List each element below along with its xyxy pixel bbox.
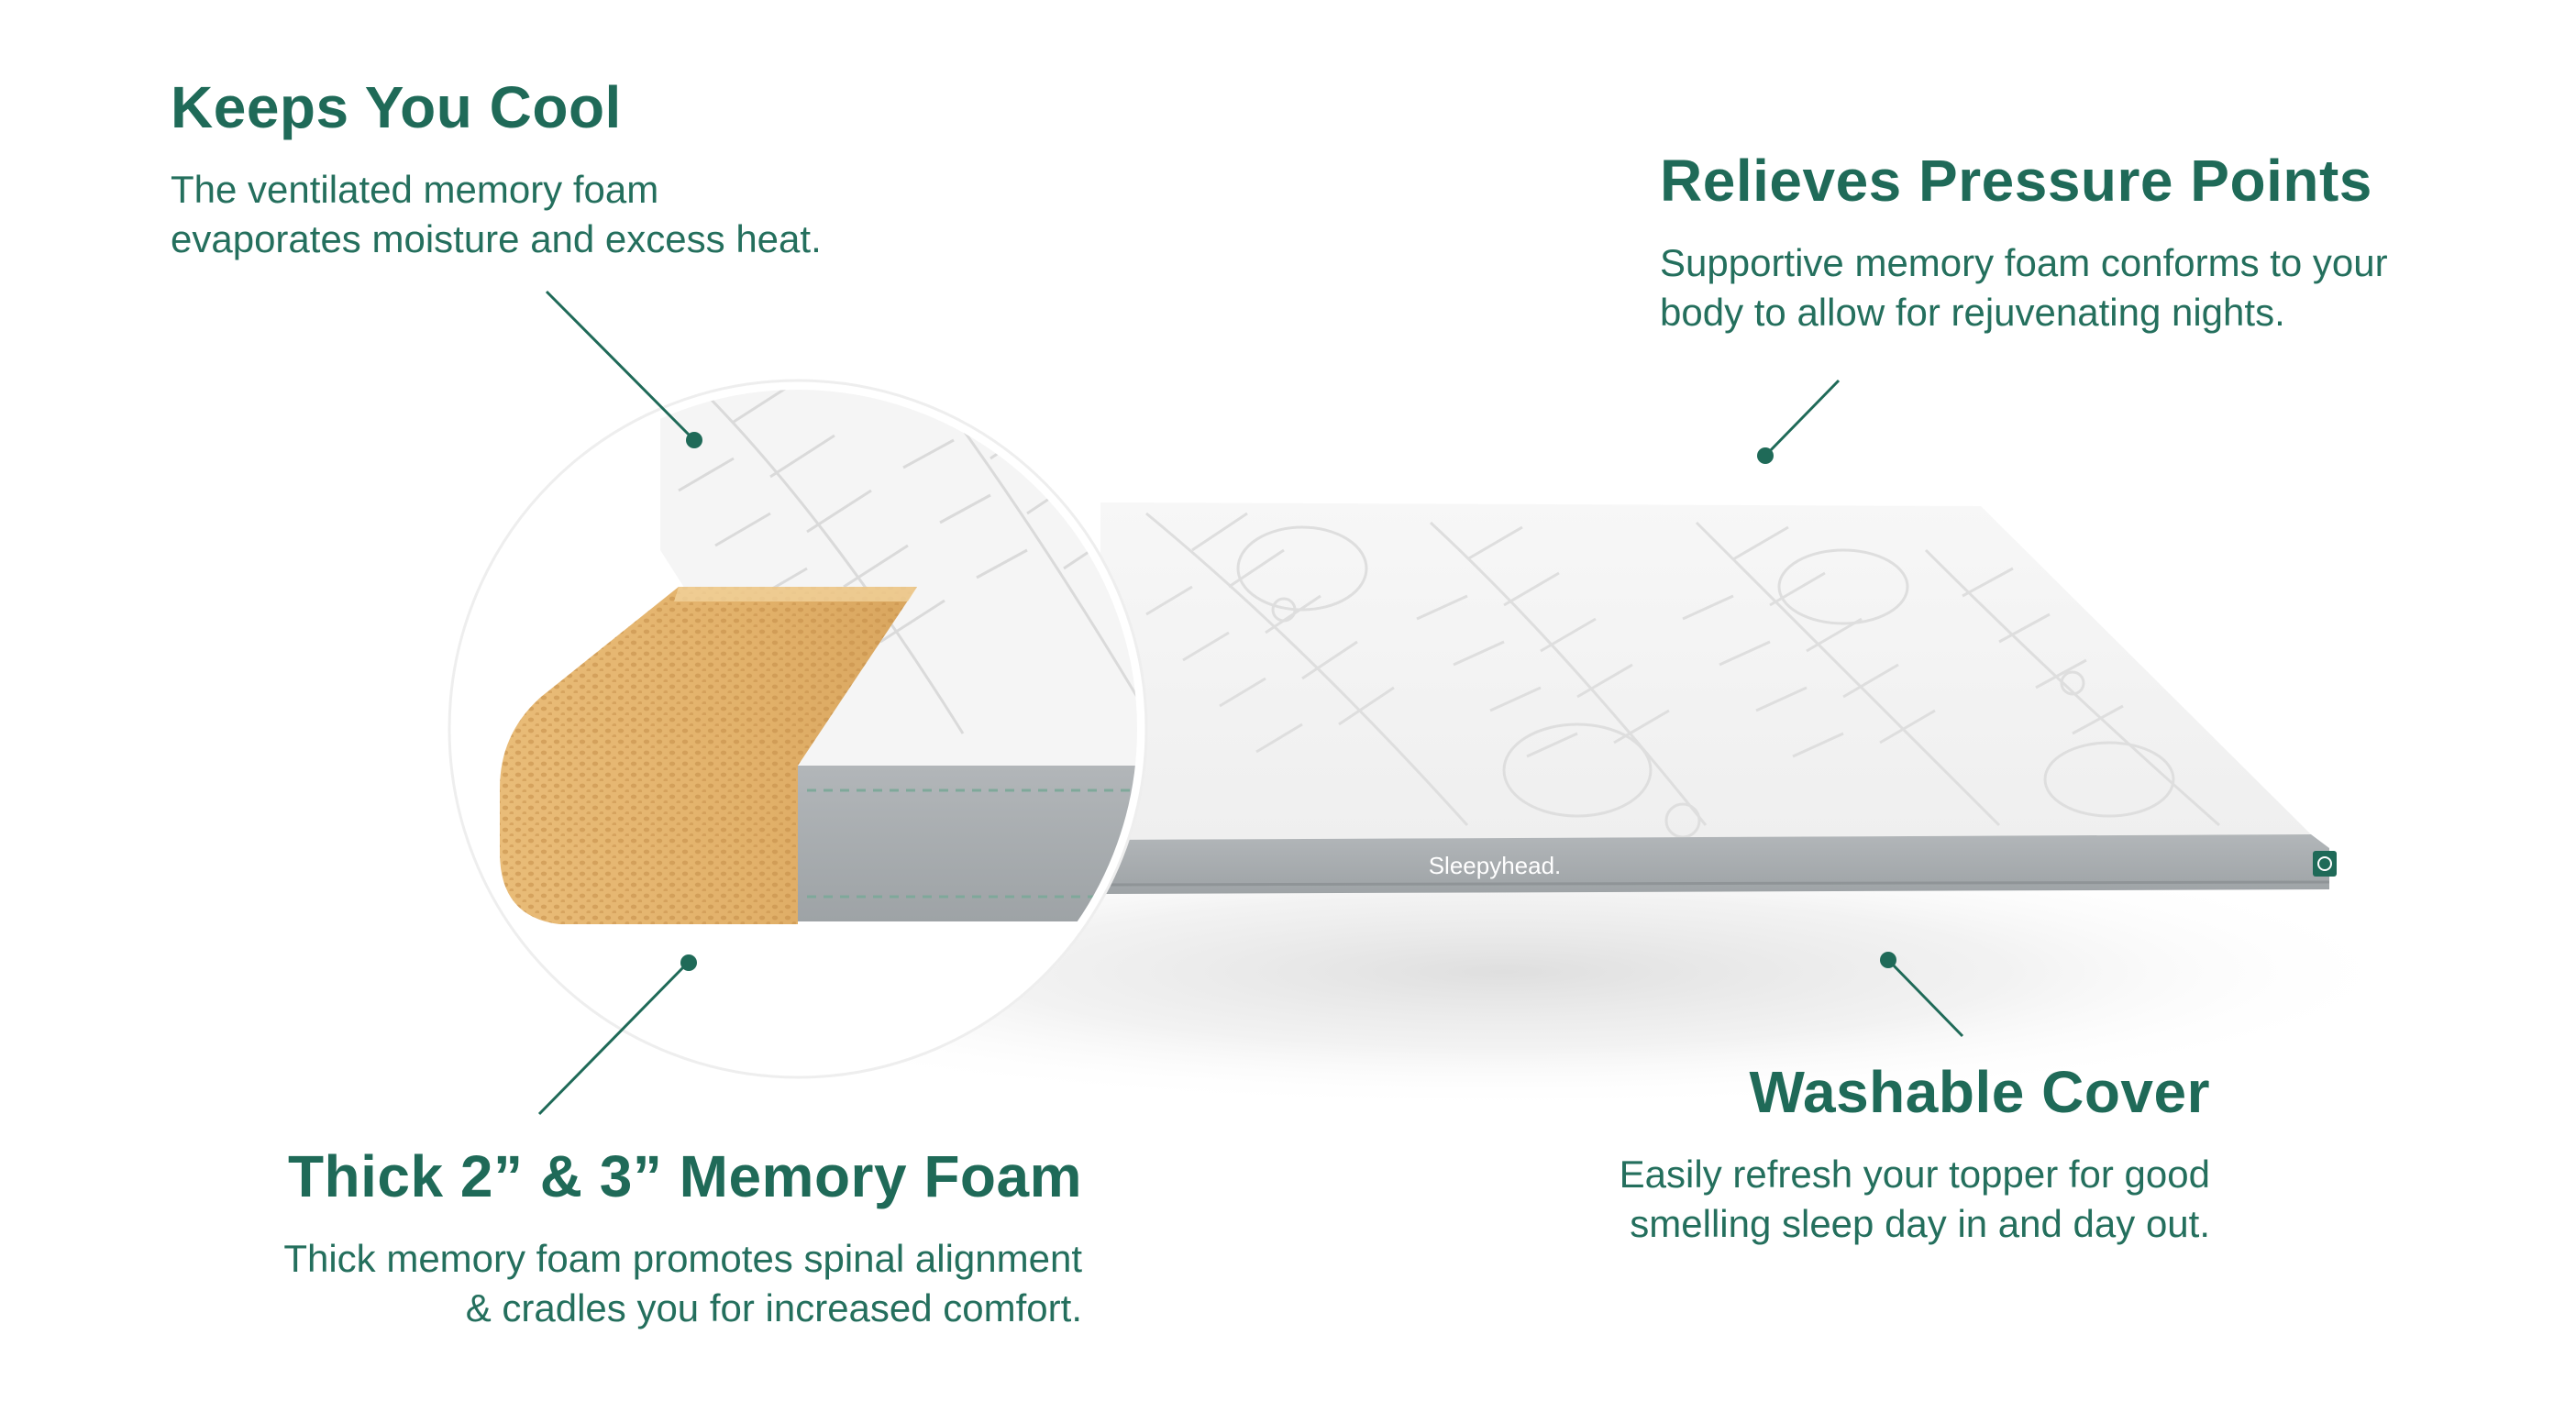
feature-description: Easily refresh your topper for good smel… [1394,1150,2210,1249]
feature-title: Relieves Pressure Points [1660,148,2372,214]
feature-description-line: The ventilated memory foam [171,168,659,212]
feature-washable-cover: Washable Cover Easily refresh your toppe… [1394,1060,2210,1249]
leaf-logo-icon [2313,851,2337,877]
cover-leaf-pattern [1145,512,2220,839]
feature-thick-memory-foam: Thick 2” & 3” Memory Foam Thick memory f… [138,1144,1082,1333]
feature-description-line: smelling sleep day in and day out. [1630,1202,2210,1246]
feature-title: Washable Cover [1749,1059,2210,1125]
topper-side-band [1100,834,2329,894]
feature-description: Supportive memory foam conforms to your … [1660,238,2559,337]
feature-keeps-cool: Keeps You Cool The ventilated memory foa… [171,75,1088,264]
feature-description-line: evaporates moisture and excess heat. [171,217,822,261]
topper-top-surface [1100,502,2311,840]
callout-pressure [1757,379,1841,464]
feature-description-line: & cradles you for increased comfort. [465,1286,1082,1330]
feature-description-line: body to allow for rejuvenating nights. [1660,291,2285,335]
callout-foam [537,954,697,1116]
feature-description-line: Thick memory foam promotes spinal alignm… [283,1237,1082,1281]
callout-cool [545,290,702,448]
feature-title: Thick 2” & 3” Memory Foam [287,1143,1082,1209]
feature-title: Keeps You Cool [171,74,622,140]
feature-description: The ventilated memory foam evaporates mo… [171,165,1088,264]
brand-label: Sleepyhead. [1429,852,1562,879]
feature-description-line: Supportive memory foam conforms to your [1660,241,2388,285]
feature-description: Thick memory foam promotes spinal alignm… [138,1234,1082,1333]
feature-description-line: Easily refresh your topper for good [1619,1153,2210,1197]
callout-cover [1880,952,1964,1038]
feature-relieves-pressure: Relieves Pressure Points Supportive memo… [1660,149,2559,337]
